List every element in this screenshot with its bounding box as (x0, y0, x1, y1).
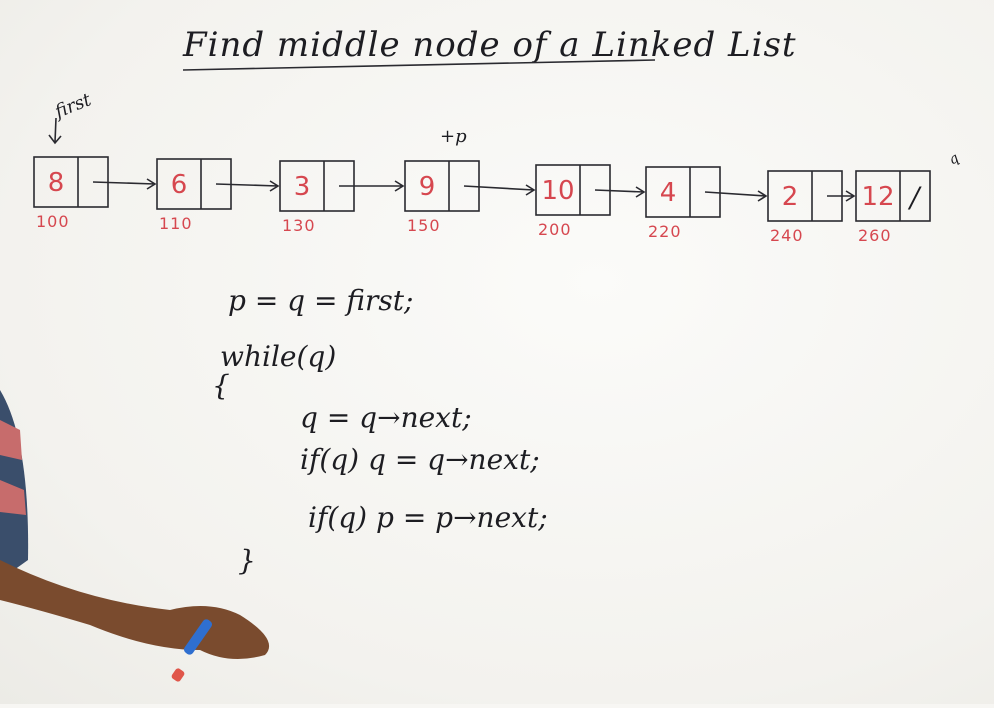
next-pointer-arrow (704, 190, 768, 202)
list-node: 8 100 (33, 156, 157, 231)
presenter-arm (0, 560, 270, 659)
list-node: 4 220 (645, 166, 768, 241)
node-address: 130 (282, 216, 316, 235)
code-line-6: if(q) p = p→next; (308, 501, 548, 534)
q-marker-label: q (946, 150, 962, 168)
next-pointer-arrow (827, 190, 856, 202)
list-node: 3 130 (279, 160, 405, 235)
node-address: 110 (159, 214, 193, 233)
list-node: 12 260 / (855, 170, 931, 245)
next-pointer-arrow (215, 180, 280, 192)
marker-cap (171, 668, 185, 682)
next-pointer-arrow (92, 178, 157, 190)
node-box (404, 160, 480, 212)
list-node: 10 200 (535, 164, 646, 239)
first-pointer-arrow (48, 117, 62, 145)
list-node: 6 110 (156, 158, 280, 233)
null-slash: / (907, 181, 922, 214)
next-pointer-arrow (463, 184, 536, 196)
node-address: 200 (538, 220, 572, 239)
marker-pen (184, 619, 212, 655)
node-address: 100 (36, 212, 70, 231)
p-marker-label: +p (440, 126, 467, 147)
node-value: 12 (861, 182, 894, 212)
node-box (645, 166, 721, 218)
node-value: 6 (171, 170, 188, 200)
list-node: 9 150 (404, 160, 536, 235)
code-block: p = q = first; while(q) { q = q→next; if… (212, 284, 548, 577)
node-value: 8 (48, 168, 65, 198)
node-address: 260 (858, 226, 892, 245)
node-value: 2 (782, 182, 799, 212)
first-pointer-label: first (50, 89, 95, 123)
presenter-shirt-stripes (0, 420, 26, 515)
code-line-1: p = q = first; (228, 284, 414, 317)
node-address: 240 (770, 226, 804, 245)
node-value: 10 (541, 176, 574, 206)
page-title: Find middle node of a Linked List (182, 25, 797, 65)
next-pointer-arrow (339, 180, 405, 192)
code-line-3: { (212, 369, 230, 402)
presenter (0, 390, 270, 682)
title-underline (182, 59, 656, 71)
node-address: 150 (407, 216, 441, 235)
list-node: 2 240 (767, 170, 856, 245)
node-value: 4 (660, 178, 677, 208)
node-value: 3 (294, 172, 311, 202)
linked-list: 8 100 6 110 3 130 9 150 10 200 4 220 2 240 12 260 / (33, 156, 931, 245)
next-pointer-arrow (594, 186, 646, 198)
code-line-2: while(q) (220, 340, 336, 373)
code-line-5: if(q) q = q→next; (300, 443, 540, 476)
code-line-7: } (238, 544, 256, 577)
node-value: 9 (419, 172, 436, 202)
node-box (855, 170, 931, 222)
code-line-4: q = q→next; (300, 401, 472, 434)
node-address: 220 (648, 222, 682, 241)
